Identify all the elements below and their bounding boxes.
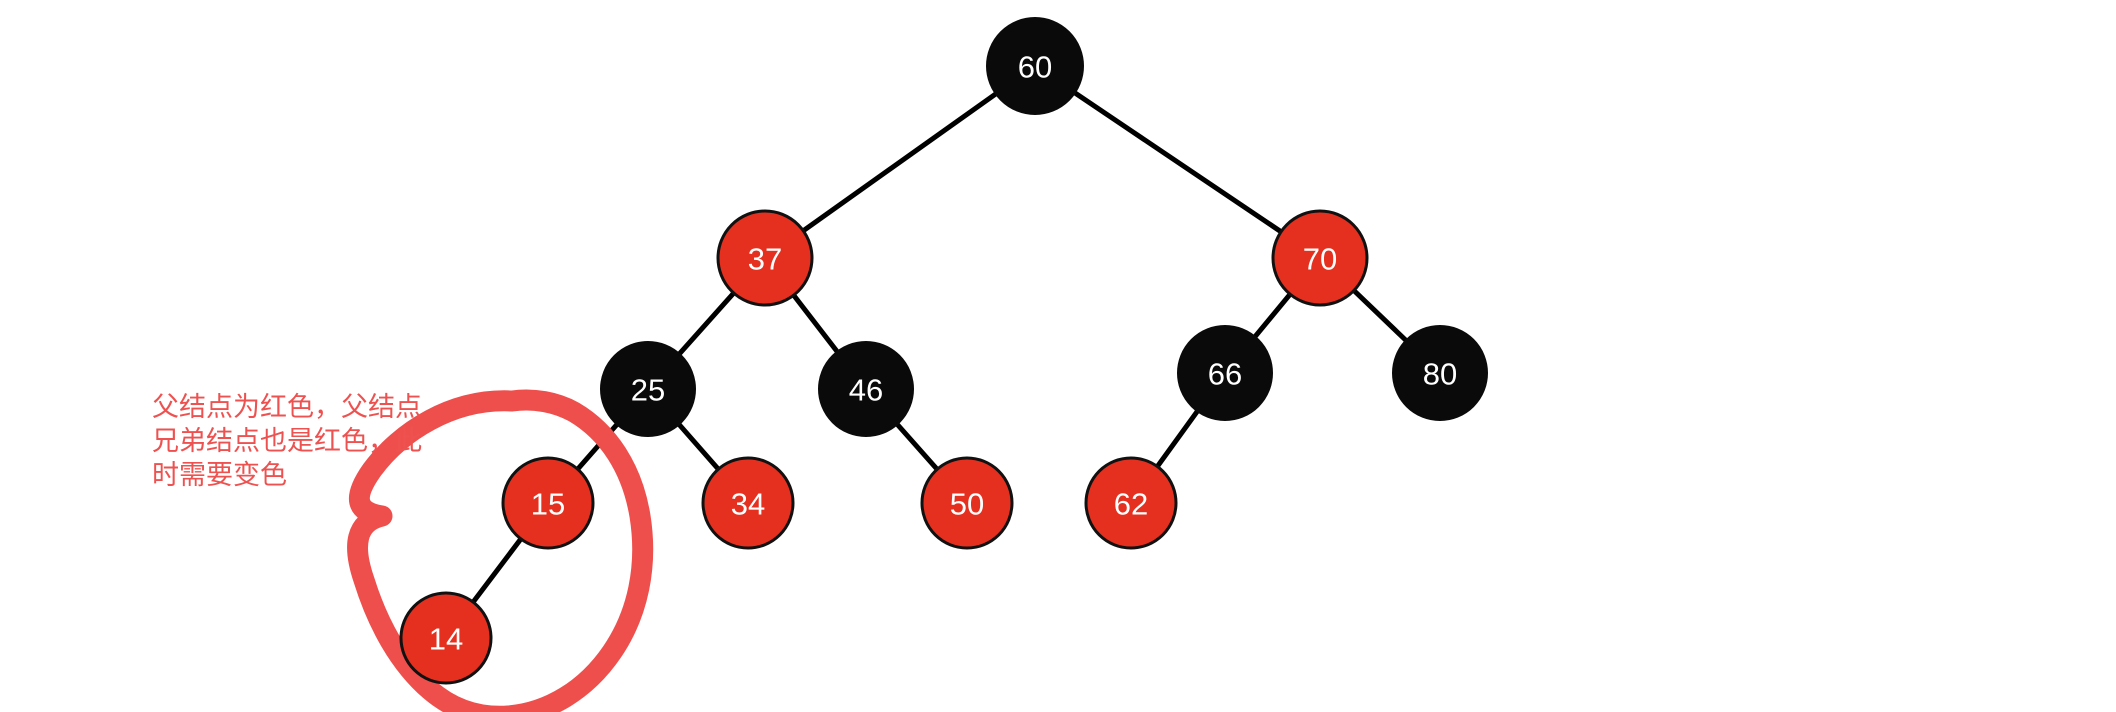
tree-node-60[interactable]: 60 — [986, 17, 1084, 115]
node-circle-14[interactable] — [399, 591, 493, 685]
tree-edges-group — [443, 63, 1443, 641]
node-circle-37[interactable] — [716, 209, 814, 307]
tree-node-46[interactable]: 46 — [818, 341, 914, 437]
tree-node-37[interactable]: 37 — [716, 209, 814, 307]
highlight-annotation-group — [347, 389, 654, 712]
tree-node-70[interactable]: 70 — [1271, 209, 1369, 307]
tree-node-50[interactable]: 50 — [920, 456, 1014, 550]
node-circle-15[interactable] — [501, 456, 595, 550]
node-circle-50[interactable] — [920, 456, 1014, 550]
tree-node-66[interactable]: 66 — [1177, 325, 1273, 421]
node-circle-46[interactable] — [818, 341, 914, 437]
tree-node-25[interactable]: 25 — [600, 341, 696, 437]
tree-nodes-group: 60 37 70 25 46 66 80 15 34 50 62 14 — [399, 17, 1488, 685]
tree-node-34[interactable]: 34 — [701, 456, 795, 550]
tree-node-14[interactable]: 14 — [399, 591, 493, 685]
node-circle-70[interactable] — [1271, 209, 1369, 307]
node-circle-80[interactable] — [1392, 325, 1488, 421]
node-circle-60[interactable] — [986, 17, 1084, 115]
node-circle-66[interactable] — [1177, 325, 1273, 421]
node-circle-25[interactable] — [600, 341, 696, 437]
annotation-text: 父结点为红色，父结点 兄弟结点也是红色，此 时需要变色 — [152, 392, 422, 490]
tree-edge-60-70 — [1032, 63, 1323, 261]
tree-node-80[interactable]: 80 — [1392, 325, 1488, 421]
hand-drawn-highlight-ellipse — [347, 389, 654, 712]
tree-edge-60-37 — [762, 63, 1038, 261]
tree-node-62[interactable]: 62 — [1084, 456, 1178, 550]
node-circle-34[interactable] — [701, 456, 795, 550]
node-circle-62[interactable] — [1084, 456, 1178, 550]
tree-node-15[interactable]: 15 — [501, 456, 595, 550]
